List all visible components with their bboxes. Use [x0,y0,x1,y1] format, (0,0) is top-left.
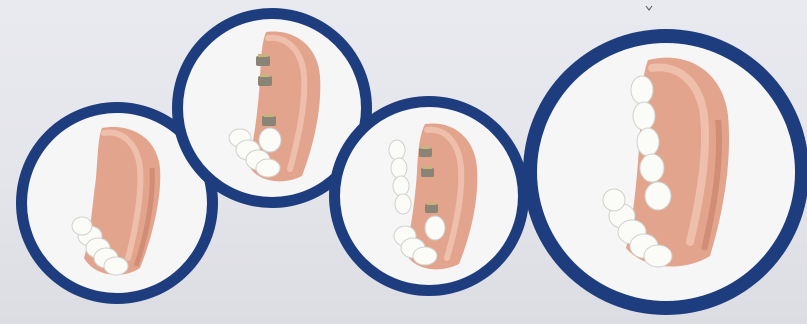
small-mark-icon [644,4,654,14]
stage-bridge-positioned-circle [325,92,533,300]
stage-bridge-seated-circle [518,20,807,324]
